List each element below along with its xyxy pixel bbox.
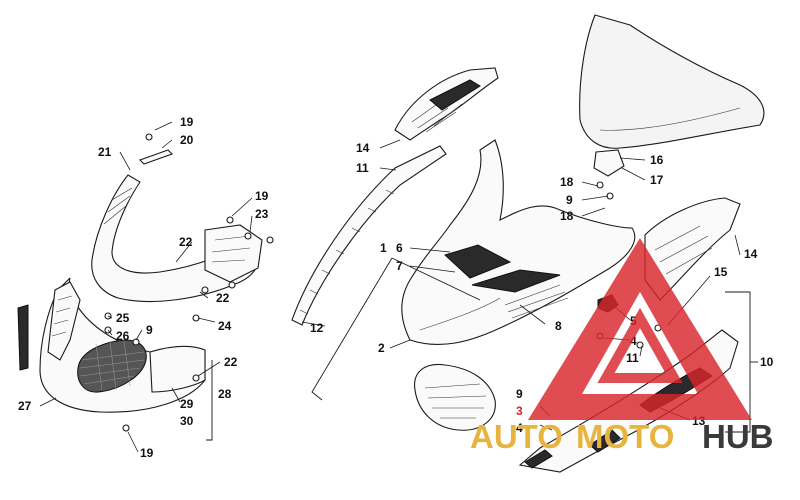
fastener bbox=[122, 424, 130, 432]
label-19: 19 bbox=[255, 189, 269, 203]
windshield-mount bbox=[593, 149, 625, 177]
screw-top bbox=[145, 133, 153, 141]
label-8: 8 bbox=[555, 319, 562, 333]
watermark-logo bbox=[528, 238, 752, 420]
main-hood-part bbox=[401, 139, 636, 346]
label-20: 20 bbox=[180, 133, 194, 147]
label-7: 7 bbox=[396, 259, 403, 273]
label-25: 25 bbox=[116, 311, 130, 325]
label-2: 2 bbox=[378, 341, 385, 355]
label-11: 11 bbox=[626, 351, 639, 365]
label-4: 4 bbox=[630, 334, 637, 348]
watermark-text-hub: HUB bbox=[702, 418, 774, 455]
label-30: 30 bbox=[180, 414, 194, 428]
fastener bbox=[132, 338, 140, 346]
fastener bbox=[201, 286, 209, 294]
label-19: 19 bbox=[180, 115, 194, 129]
label-6: 6 bbox=[396, 241, 403, 255]
watermark-text-auto: AUTO bbox=[470, 418, 563, 455]
label-10: 10 bbox=[760, 355, 774, 369]
fastener bbox=[266, 236, 274, 244]
fastener bbox=[596, 181, 604, 189]
label-27: 27 bbox=[18, 399, 32, 413]
windshield-part bbox=[579, 14, 765, 149]
label-18: 18 bbox=[560, 175, 574, 189]
label-19: 19 bbox=[140, 446, 154, 460]
side-rail-part bbox=[291, 145, 447, 326]
fastener bbox=[226, 216, 234, 224]
watermark-text-moto: MOTO bbox=[576, 418, 674, 455]
bezel-side-bracket bbox=[204, 224, 263, 283]
fastener bbox=[244, 232, 252, 240]
label-21: 21 bbox=[98, 145, 112, 159]
label-17: 17 bbox=[650, 173, 664, 187]
side-strip bbox=[17, 304, 29, 371]
label-14: 14 bbox=[356, 141, 370, 155]
label-23: 23 bbox=[255, 207, 269, 221]
label-11: 11 bbox=[356, 161, 369, 175]
label-22: 22 bbox=[216, 291, 230, 305]
label-24: 24 bbox=[218, 319, 232, 333]
label-18: 18 bbox=[560, 209, 574, 223]
label-22: 22 bbox=[224, 355, 238, 369]
warning-triangle-icon bbox=[528, 238, 752, 420]
lower-side-panel bbox=[149, 345, 206, 393]
label-3: 3 bbox=[516, 404, 523, 418]
fastener bbox=[228, 281, 236, 289]
label-26: 26 bbox=[116, 329, 130, 343]
left-hood-assembly bbox=[17, 121, 274, 453]
label-9: 9 bbox=[566, 193, 573, 207]
label-16: 16 bbox=[650, 153, 664, 167]
label-9: 9 bbox=[146, 323, 153, 337]
label-22: 22 bbox=[179, 235, 193, 249]
label-12: 12 bbox=[310, 321, 324, 335]
label-29: 29 bbox=[180, 397, 194, 411]
label-9: 9 bbox=[516, 387, 523, 401]
fastener bbox=[192, 374, 200, 382]
label-28: 28 bbox=[218, 387, 232, 401]
label-15: 15 bbox=[714, 265, 728, 279]
label-4: 4 bbox=[516, 421, 523, 435]
retainer-clip bbox=[138, 149, 174, 165]
label-1: 1 bbox=[380, 241, 387, 255]
label-14: 14 bbox=[744, 247, 758, 261]
